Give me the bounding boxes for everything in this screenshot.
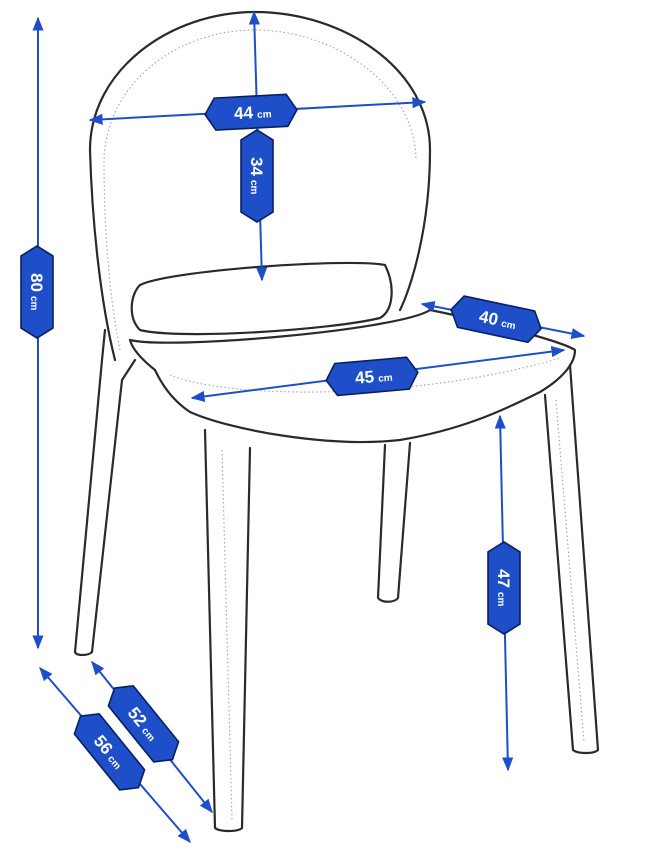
badge-back-width: 44 cm [204,93,298,131]
badge-depth-inner: 52 cm [107,684,180,763]
badge-value: 45 [354,367,375,388]
badge-unit: cm [378,373,393,385]
front-left-leg [203,428,252,833]
badge-depth-outer: 56 cm [73,712,146,791]
badge-seat-height: 47 cm [487,541,521,635]
front-right-leg [543,363,600,755]
rear-right-leg [376,441,412,603]
badge-value: 80 [27,273,46,292]
badge-value: 40 [477,307,499,330]
badge-value: 34 [247,157,266,176]
badge-value: 44 [234,103,254,123]
badge-back-height: 34 cm [240,129,274,223]
badge-unit: cm [248,180,259,195]
badge-unit: cm [495,592,506,607]
rear-left-leg [73,328,137,657]
badge-value: 47 [494,569,513,588]
badge-total-height: 80 cm [20,245,54,339]
badge-unit: cm [257,109,272,121]
badge-seat-depth: 40 cm [450,295,543,344]
badge-seat-width: 45 cm [325,356,419,397]
seat-outline [128,308,577,443]
chair-sketch [73,10,600,833]
badge-unit: cm [500,318,517,332]
badge-unit: cm [28,296,39,311]
back-cutout [130,261,393,336]
